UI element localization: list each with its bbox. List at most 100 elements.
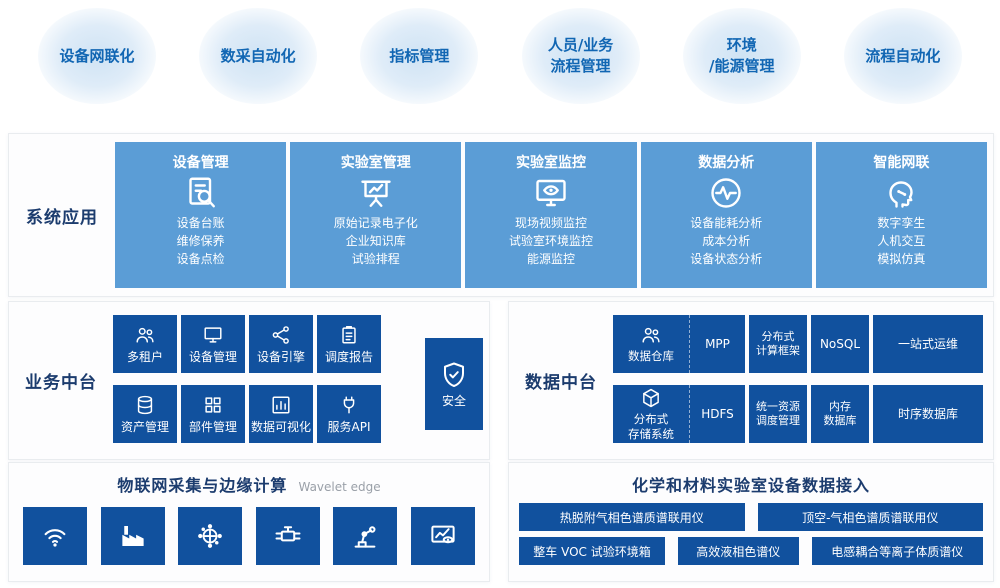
tile-time-series-database: 时序数据库 (873, 385, 983, 443)
lab-data-access-section: 化学和材料实验室设备数据接入 热脱附气相色谱质谱联用仪 顶空-气相色谱质谱联用仪… (508, 462, 994, 582)
tile-in-memory-database: 内存 数据库 (811, 385, 869, 443)
app-card-data-analysis: 数据分析 设备能耗分析 成本分析 设备状态分析 (640, 142, 812, 288)
tile-data-warehouse: 数据仓库 (613, 315, 690, 373)
app-card-title: 数据分析 (698, 155, 755, 171)
plug-icon (338, 394, 360, 416)
components-icon (202, 394, 224, 416)
tile-device-engine: 设备引擎 (249, 315, 313, 373)
tile-label: 分布式 计算框架 (756, 329, 800, 357)
tile-label: 设备管理 (188, 349, 237, 364)
lab-data-access-title: 化学和材料实验室设备数据接入 (631, 476, 870, 495)
tile-label: 内存 数据库 (823, 399, 857, 427)
tile-data-warehouse-mpp: 数据仓库 MPP (613, 315, 745, 373)
tile-security: 安全 (425, 338, 483, 430)
tile-mpp: MPP (705, 337, 730, 351)
lab-row: 整车 VOC 试验环境箱 高效液相色谱仪 电感耦合等离子体质谱仪 (519, 537, 983, 565)
app-card-title: 实验室管理 (340, 155, 411, 171)
tile-vehicle-voc-chamber: 整车 VOC 试验环境箱 (519, 537, 665, 565)
tile-distributed-network (178, 507, 243, 565)
bubble-data-acquisition-automation: 数采自动化 (199, 8, 318, 104)
tile-label: 部件管理 (188, 419, 237, 434)
monitor-analytics-icon (428, 521, 458, 551)
bubble-device-networking: 设备网联化 (38, 8, 156, 104)
tile-label: 资产管理 (120, 419, 169, 434)
monitor-eye-icon (533, 175, 569, 211)
robot-arm-icon (350, 521, 380, 551)
bubble-label: 流程自动化 (865, 46, 941, 65)
tile-label: 一站式运维 (897, 336, 958, 351)
app-card-laboratory-monitoring: 实验室监控 现场视频监控 试验室环境监控 能源监控 (465, 142, 637, 288)
data-platform-section: 数据中台 数据仓库 MPP 分布式 计算框架 NoSQL 一站式运维 分布式 存… (508, 301, 994, 460)
tile-label: 多租户 (126, 349, 163, 364)
lab-row: 热脱附气相色谱质谱联用仪 顶空-气相色谱质谱联用仪 (519, 503, 983, 531)
tile-hplc: 高效液相色谱仪 (678, 537, 799, 565)
bubble-label: 数采自动化 (220, 46, 296, 65)
system-apps-cards: 设备管理 设备台账 维修保养 设备点检 实验室管理 原始记录电子化 企业知识库 … (115, 134, 993, 296)
tile-pipeline-valve (255, 507, 320, 565)
bubble-label: 指标管理 (389, 46, 450, 65)
tile-label: 时序数据库 (897, 406, 958, 421)
document-search-icon (183, 175, 219, 211)
globe-network-icon (195, 521, 225, 551)
people-icon (134, 324, 156, 346)
tile-distributed-computing-framework: 分布式 计算框架 (749, 315, 807, 373)
tile-label: 数据可视化 (250, 419, 311, 434)
business-platform-section: 业务中台 多租户 设备管理 设备引擎 调度报告 资产管理 部件管理 数据可视化 (8, 301, 490, 460)
capability-bubbles: 设备网联化 数采自动化 指标管理 人员/业务 流程管理 环境 /能源管理 流程自… (38, 8, 962, 110)
tile-service-api: 服务API (317, 385, 381, 443)
bar-chart-icon (270, 394, 292, 416)
nodes-icon (270, 324, 292, 346)
tile-thermal-desorption-gcms: 热脱附气相色谱质谱联用仪 (519, 503, 745, 531)
app-card-features: 设备台账 维修保养 设备点检 (176, 216, 225, 266)
tile-label: 安全 (441, 393, 466, 408)
people-icon (640, 324, 662, 346)
bubble-process-automation: 流程自动化 (843, 8, 962, 104)
section-label-data-platform: 数据中台 (525, 373, 597, 393)
tile-wireless-sensor (23, 507, 87, 565)
app-card-intelligent-networking: 智能网联 数字孪生 人机交互 模拟仿真 (815, 142, 988, 288)
app-card-laboratory-management: 实验室管理 原始记录电子化 企业知识库 试验排程 (290, 142, 462, 288)
database-icon (134, 394, 156, 416)
section-label-system-apps: 系统应用 (26, 207, 98, 228)
tile-hdfs: HDFS (701, 407, 734, 421)
tile-dispatch-report: 调度报告 (317, 315, 381, 373)
monitor-icon (202, 324, 224, 346)
tile-distributed-storage: 分布式 存储系统 (613, 385, 690, 443)
app-card-features: 设备能耗分析 成本分析 设备状态分析 (690, 216, 763, 266)
app-card-features: 原始记录电子化 企业知识库 试验排程 (333, 216, 418, 266)
hexagon-storage-icon (640, 387, 662, 409)
tile-label: NoSQL (819, 336, 861, 351)
tile-data-visualization: 数据可视化 (249, 385, 313, 443)
iot-edge-header: 物联网采集与边缘计算 Wavelet edge (9, 463, 489, 496)
app-card-features: 数字孪生 人机交互 模拟仿真 (877, 216, 926, 266)
bubble-label: 设备网联化 (59, 46, 135, 65)
app-card-title: 智能网联 (873, 155, 930, 171)
tile-equipment-management: 设备管理 (181, 315, 245, 373)
iot-edge-section: 物联网采集与边缘计算 Wavelet edge (8, 462, 490, 582)
tile-label: 统一资源 调度管理 (756, 399, 800, 427)
tile-monitoring-analytics (410, 507, 475, 565)
app-card-title: 设备管理 (172, 155, 229, 171)
bubble-indicator-management: 指标管理 (360, 8, 479, 104)
iot-edge-title: 物联网采集与边缘计算 (117, 476, 288, 495)
app-card-title: 实验室监控 (516, 155, 586, 171)
iot-edge-tiles (23, 507, 475, 565)
smart-head-icon (883, 175, 919, 211)
pulse-circle-icon (708, 175, 744, 211)
system-apps-section: 系统应用 设备管理 设备台账 维修保养 设备点检 实验室管理 原始记录电子化 企… (8, 133, 994, 297)
tile-one-stop-ops: 一站式运维 (873, 315, 983, 373)
tile-label: 服务API (327, 419, 371, 434)
tile-multi-tenant: 多租户 (113, 315, 177, 373)
tile-label: 设备引擎 (256, 349, 305, 364)
factory-icon (118, 521, 148, 551)
tile-label: 分布式 存储系统 (628, 411, 674, 441)
tile-distributed-storage-hdfs: 分布式 存储系统 HDFS (613, 385, 745, 443)
tile-unified-resource-scheduling: 统一资源 调度管理 (749, 385, 807, 443)
wifi-icon (40, 521, 70, 551)
presentation-chart-icon (358, 175, 394, 211)
tile-asset-management: 资产管理 (113, 385, 177, 443)
bubble-label: 环境 /能源管理 (709, 36, 775, 75)
tile-label: 调度报告 (324, 349, 373, 364)
app-card-equipment-management: 设备管理 设备台账 维修保养 设备点检 (115, 142, 287, 288)
